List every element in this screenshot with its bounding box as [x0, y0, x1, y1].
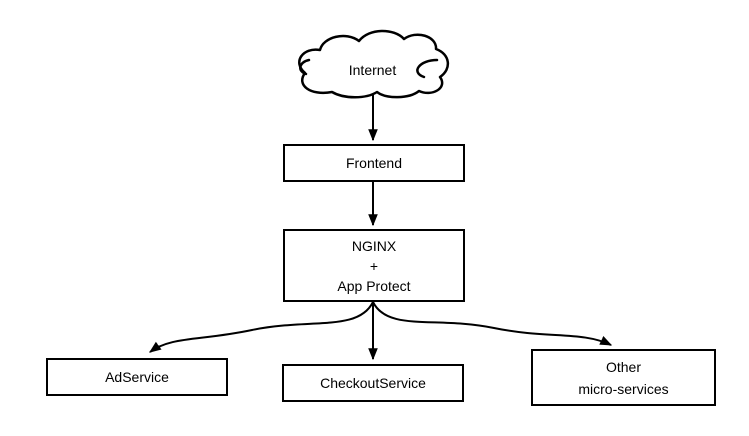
- cloud-shape: [298, 29, 449, 99]
- node-nginx-app-protect-label: NGINX + App Protect: [337, 237, 411, 294]
- node-adservice-label: AdService: [105, 369, 169, 385]
- node-adservice: AdService: [46, 358, 228, 396]
- node-frontend: Frontend: [283, 144, 465, 182]
- cloud-curl-left: [299, 58, 311, 76]
- node-other-microservices-label: Other micro-services: [578, 358, 669, 397]
- node-checkoutservice: CheckoutService: [282, 364, 464, 402]
- edge-nginx-adservice: [149, 301, 374, 353]
- node-nginx-app-protect: NGINX + App Protect: [283, 229, 465, 302]
- edge-nginx-other-microservices: [372, 301, 613, 346]
- node-internet-label: Internet: [348, 62, 397, 78]
- cloud-curl-right: [416, 58, 439, 79]
- node-other-microservices: Other micro-services: [531, 349, 716, 406]
- node-checkoutservice-label: CheckoutService: [320, 375, 426, 391]
- node-frontend-label: Frontend: [345, 155, 403, 171]
